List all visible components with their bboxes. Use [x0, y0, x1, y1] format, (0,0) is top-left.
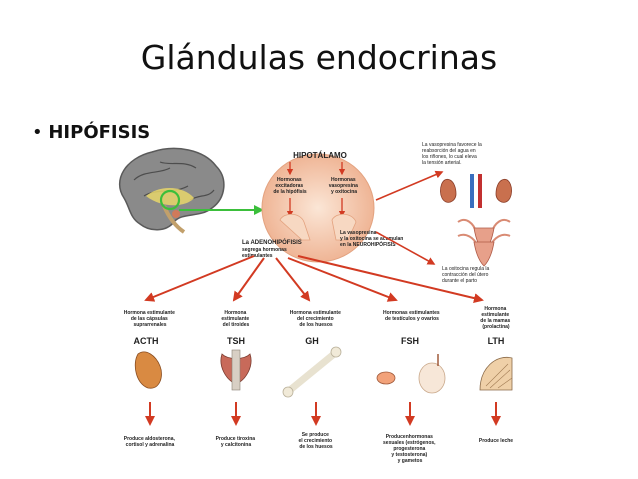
- hypophysis-diagram: HIPOTÁLAMO Hormonas excitadoras de la hi…: [118, 142, 513, 464]
- svg-text:Hormona estimulante: Hormona estimulante del tiroides: [221, 310, 250, 328]
- svg-text:Hormona estimulante: Hormona estimulante de la mamas (prolact…: [480, 306, 511, 330]
- hormone-gh: Hormona estimulante del crecimiento de l…: [282, 310, 343, 450]
- vasopresina-note: La vasopresina favorece la reabsorción d…: [422, 142, 483, 166]
- svg-text:Hormona estimulante del: Hormona estimulante del crecimiento de l…: [290, 310, 343, 328]
- svg-text:Hormona estimulante de l: Hormona estimulante de las cápsulas supr…: [124, 310, 177, 328]
- brain-illustration: [118, 147, 225, 234]
- svg-text:Producenhormonas sexuale: Producenhormonas sexuales (estrógenos, p…: [383, 434, 437, 464]
- svg-text:Produce leche: Produce leche: [479, 438, 513, 444]
- hormone-acth: Hormona estimulante de las cápsulas supr…: [124, 310, 177, 448]
- label-hormonas-excitadoras: Hormonas excitadoras de la hipófisis: [273, 177, 307, 195]
- hormone-tsh: Hormona estimulante del tiroides TSH Pro…: [216, 310, 257, 448]
- fan-arrows: [144, 255, 484, 304]
- label-hipotalamo: HIPOTÁLAMO: [293, 151, 347, 160]
- slide-title: Glándulas endocrinas: [140, 38, 498, 77]
- hormone-fsh: Hormonas estimulantes de testículos y ov…: [376, 310, 446, 464]
- label-adenohipofisis: La ADENOHIPÓFISIS segrega hormonas estim…: [242, 238, 303, 259]
- bullet-item: • HIPÓFISIS: [32, 122, 150, 143]
- bullet-text: HIPÓFISIS: [48, 122, 151, 143]
- hormone-lth: Hormona estimulante de la mamas (prolact…: [479, 306, 513, 444]
- svg-text:LTH: LTH: [488, 336, 505, 346]
- svg-text:ACTH: ACTH: [134, 336, 159, 346]
- uterus-illustration: [457, 218, 511, 267]
- oxitocina-note: La oxitocina regula la contracción del ú…: [442, 266, 491, 284]
- svg-text:Produce tiroxina y calci: Produce tiroxina y calcitonina: [216, 436, 257, 448]
- kidneys-illustration: [440, 174, 512, 208]
- svg-text:Se produce el crecimient: Se produce el crecimiento de los huesos: [298, 432, 333, 450]
- label-neurohipofisis: La vasopresina y la oxitocina se acumula…: [340, 230, 405, 248]
- bullet-marker: •: [32, 122, 43, 143]
- svg-text:FSH: FSH: [401, 336, 419, 346]
- label-hormonas-vasopresina: Hormonas vasopresina y oxitocina: [329, 177, 360, 195]
- svg-text:TSH: TSH: [227, 336, 245, 346]
- svg-text:Hormonas estimulantes de: Hormonas estimulantes de testículos y ov…: [383, 310, 441, 322]
- svg-text:GH: GH: [305, 336, 319, 346]
- svg-text:Produce aldosterona, cor: Produce aldosterona, cortisol y adrenali…: [124, 436, 177, 448]
